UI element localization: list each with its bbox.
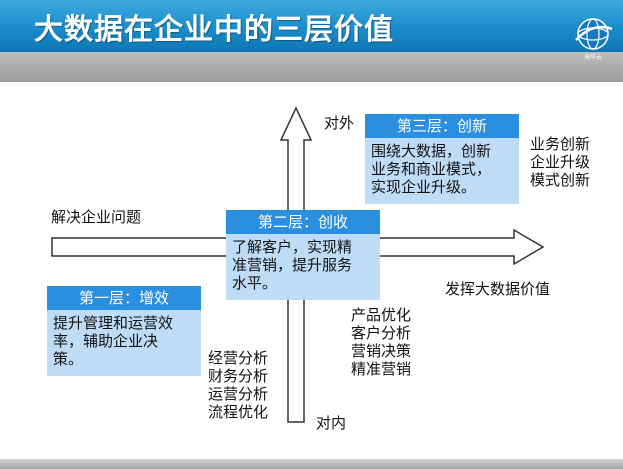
axis-label-up: 对外 — [324, 114, 355, 132]
list-item: 流程优化 — [208, 403, 269, 421]
layer-two-line: 水平。 — [232, 274, 278, 292]
list-item: 运营分析 — [208, 385, 269, 403]
layer-one-side-list: 经营分析 财务分析 运营分析 流程优化 — [208, 349, 268, 421]
axis-label-down: 对内 — [316, 414, 347, 432]
layer-three-line: 业务和商业模式， — [371, 160, 492, 178]
layer-three-box: 围绕大数据，创新 业务和商业模式， 实现企业升级。 — [365, 138, 519, 204]
slide-title: 大数据在企业中的三层价值 — [34, 12, 395, 46]
globe-icon — [575, 18, 613, 50]
layer-two-box: 了解客户，实现精 准营销，提升服务 水平。 — [226, 234, 380, 300]
list-item: 经营分析 — [208, 349, 269, 367]
logo-text: 海华云 — [583, 54, 602, 61]
layer-one-line: 策。 — [53, 350, 84, 368]
footer-band — [0, 459, 623, 469]
layer-three-title: 第三层：创新 — [365, 114, 519, 138]
layer-three-line: 围绕大数据，创新 — [371, 142, 492, 160]
layer-two-side-list: 产品优化 客户分析 营销决策 精准营销 — [351, 306, 411, 378]
list-item: 模式创新 — [530, 171, 591, 189]
layer-one-title: 第一层：增效 — [47, 286, 201, 310]
layer-three-line: 实现企业升级。 — [371, 178, 477, 196]
company-logo: 海华云 — [569, 14, 617, 64]
layer-one-box: 提升管理和运营效 率，辅助企业决 策。 — [47, 310, 201, 376]
list-item: 营销决策 — [351, 342, 412, 360]
slide-header: 大数据在企业中的三层价值 — [0, 0, 623, 52]
axis-label-right: 发挥大数据价值 — [445, 280, 551, 298]
layer-two-line: 准营销，提升服务 — [232, 256, 353, 274]
list-item: 产品优化 — [351, 306, 412, 324]
list-item: 客户分析 — [351, 324, 412, 342]
layer-three-side-list: 业务创新 企业升级 模式创新 — [530, 135, 590, 189]
axis-label-left: 解决企业问题 — [51, 208, 142, 226]
list-item: 精准营销 — [351, 360, 412, 378]
layer-two-title: 第二层：创收 — [226, 210, 380, 234]
list-item: 业务创新 — [530, 135, 591, 153]
header-band — [0, 52, 623, 82]
list-item: 财务分析 — [208, 367, 269, 385]
layer-one-line: 提升管理和运营效 — [53, 314, 174, 332]
list-item: 企业升级 — [530, 153, 591, 171]
layer-two-line: 了解客户，实现精 — [232, 238, 353, 256]
layer-one-line: 率，辅助企业决 — [53, 332, 159, 350]
